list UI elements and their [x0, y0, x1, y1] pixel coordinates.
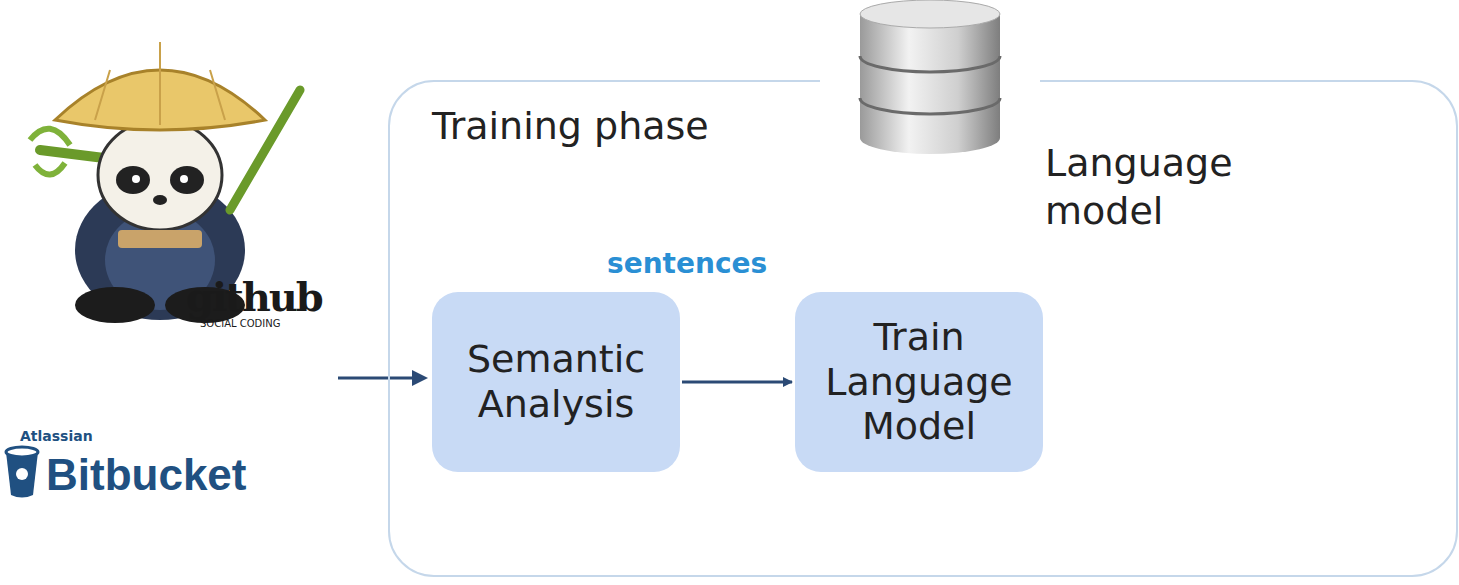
process-box: Train Language Model [795, 292, 1043, 472]
logo-text: github [186, 272, 322, 322]
input-arrow [338, 377, 414, 380]
phase-title: Training phase [432, 104, 709, 149]
logo-text: Bitbucket [46, 447, 246, 502]
logo-subtext: SOCIAL CODING [200, 318, 280, 331]
logo-subtext: Atlassian [20, 428, 93, 446]
input-arrowhead [412, 370, 428, 386]
flow-arrow [682, 381, 792, 384]
flow-label: sentences [607, 246, 767, 281]
phase-frame: Training phaseSemantic Analysis Train Lan… [388, 80, 1458, 577]
store-label: Language model [1045, 140, 1275, 235]
box-label: Train Language Model [813, 315, 1025, 449]
database-icon [820, 0, 1040, 160]
box-label: Semantic Analysis [450, 337, 662, 427]
process-box: Semantic Analysis [432, 292, 680, 472]
bitbucket-icon [6, 447, 38, 498]
